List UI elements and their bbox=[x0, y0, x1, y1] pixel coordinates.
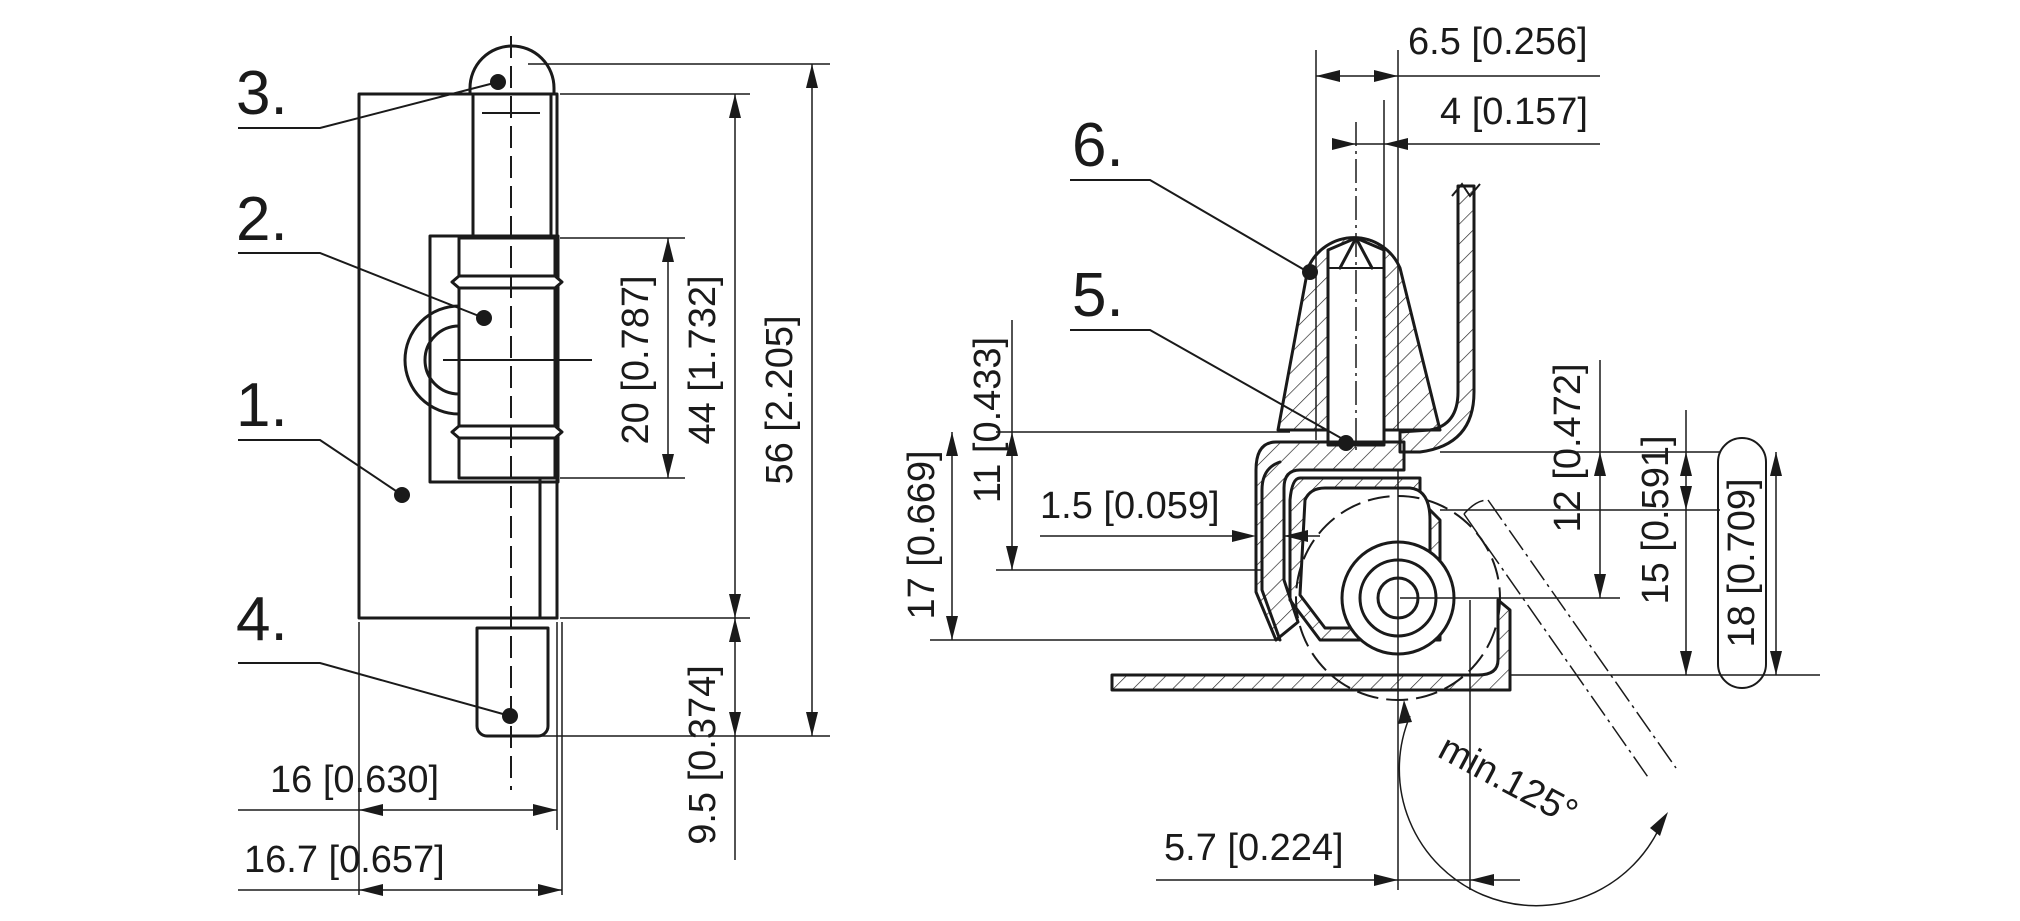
dim-16-7: 16.7 [0.657] bbox=[244, 839, 445, 881]
angle-label: min.125° bbox=[1432, 727, 1585, 835]
dim-18-box bbox=[1717, 437, 1767, 689]
dim-1-5: 1.5 [0.059] bbox=[1040, 485, 1220, 527]
dim-17: 17 [0.669] bbox=[901, 450, 943, 619]
dim-9-5: 9.5 [0.374] bbox=[682, 665, 724, 845]
callout-5: 5. bbox=[1072, 261, 1124, 330]
spring-coil bbox=[403, 304, 461, 416]
dim-16: 16 [0.630] bbox=[270, 759, 439, 801]
callout-3: 3. bbox=[236, 59, 288, 128]
callout-1: 1. bbox=[236, 371, 288, 440]
dim-12: 12 [0.472] bbox=[1547, 363, 1589, 532]
dim-18: 18 [0.709] bbox=[1721, 478, 1763, 647]
dim-56: 56 [2.205] bbox=[759, 315, 801, 484]
dim-44: 44 [1.732] bbox=[682, 275, 724, 444]
dim-15: 15 [0.591] bbox=[1635, 435, 1677, 604]
dim-4: 4 [0.157] bbox=[1440, 91, 1588, 133]
callout-4: 4. bbox=[236, 585, 288, 654]
callout-6: 6. bbox=[1072, 111, 1124, 180]
bracket-body bbox=[1254, 440, 1406, 642]
barrel bbox=[457, 236, 557, 480]
side-view: 6. 5. 6.5 [0.256] 4 [0.157] 11 [0.433] 1… bbox=[901, 21, 1820, 907]
dim-11: 11 [0.433] bbox=[967, 337, 1009, 503]
callout-2: 2. bbox=[236, 185, 288, 254]
front-view: 3. 2. 1. 4. 20 [0.787] 44 [1.732] 56 [2.… bbox=[236, 36, 830, 896]
dim-5-7: 5.7 [0.224] bbox=[1164, 827, 1344, 869]
angle-arc bbox=[1398, 715, 1663, 907]
dim-20: 20 [0.787] bbox=[615, 275, 657, 444]
dim-6-5: 6.5 [0.256] bbox=[1408, 21, 1588, 63]
